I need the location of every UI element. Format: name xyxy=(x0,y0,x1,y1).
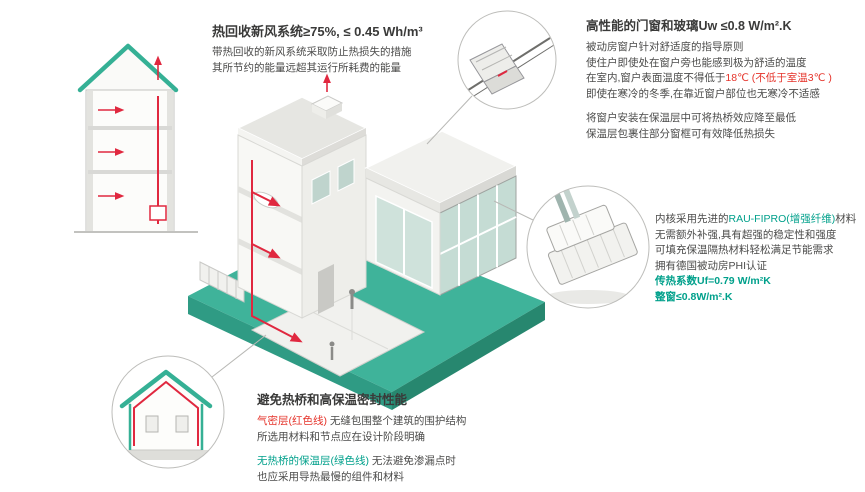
u-value-window: 整窗≤0.8W/m².K xyxy=(655,290,733,303)
window xyxy=(337,158,355,192)
door xyxy=(318,264,334,314)
u-value-frame: 传热系数Uf=0.79 W/m²K xyxy=(655,275,771,288)
profile-line-text: 材料 xyxy=(835,213,857,225)
temperature-highlight: 18℃ (不低于室温3℃ ) xyxy=(725,72,832,85)
duct-riser xyxy=(251,160,303,343)
glazing-pane xyxy=(562,187,581,220)
roof-vent-unit xyxy=(310,73,344,119)
windows-line-text: 在室内,窗户表面温度不得低于 xyxy=(586,72,726,85)
thermal-line: 也应采用导热最慢的组件和材料 xyxy=(257,470,404,483)
thermal-line: 所选用材料和节点应在设计阶段明确 xyxy=(257,430,425,443)
window xyxy=(311,170,331,205)
garden-steps xyxy=(199,261,245,303)
profile-line: 可填充保温隔热材料轻松满足节能需求 xyxy=(655,244,834,257)
thermal-line: 气密层(红色线) 无缝包围整个建筑的围护结构 xyxy=(257,414,587,430)
callout-connectors xyxy=(211,95,534,378)
heat-recovery-line: 其所节约的能量远超其运行所耗费的能量 xyxy=(212,61,401,74)
cutaway-interior xyxy=(237,134,303,319)
section-heat-recovery: 热回收新风系统≥75%, ≤ 0.45 Wh/m³ 带热回收的新风系统采取防止热… xyxy=(212,21,522,76)
ground-side-right xyxy=(392,302,545,410)
material-highlight: RAU-FIPRO(增强纤维) xyxy=(728,213,836,225)
house-section-ventilation xyxy=(74,43,198,233)
isometric-house xyxy=(188,73,545,410)
insulation-green-line xyxy=(119,369,213,409)
profile-line: 内核采用先进的RAU-FIPRO(增强纤维)材料 xyxy=(655,212,865,228)
heat-recovery-line: 带热回收的新风系统采取防止热损失的措施 xyxy=(212,46,412,58)
glass-pavilion xyxy=(364,130,518,296)
figure xyxy=(349,289,355,309)
profile-line-text: 内核采用先进的 xyxy=(655,213,729,225)
windows-title: 高性能的门窗和玻璃Uw ≤0.8 W/m².K xyxy=(586,19,792,33)
window xyxy=(175,415,189,433)
airtight-layer-label: 气密层(红色线) xyxy=(257,415,327,427)
section-windows: 高性能的门窗和玻璃Uw ≤0.8 W/m².K 被动房窗户针对舒适度的指导原则 … xyxy=(586,15,864,142)
windows-line: 将窗户安装在保温层中可将热桥效应降至最低 xyxy=(586,112,796,125)
insulation-layer-label: 无热桥的保温层(绿色线) xyxy=(257,455,369,468)
profile-line: 无需额外补强,具有超强的稳定性和强度 xyxy=(655,228,837,241)
windows-line: 使住户即使处在窗户旁也能感到极为舒适的温度 xyxy=(586,56,807,69)
thermal-line-text: 无缝包围整个建筑的围护结构 xyxy=(327,415,467,427)
profile-line: 拥有德国被动房PHI认证 xyxy=(655,259,768,272)
glazing-pane xyxy=(553,190,571,223)
heat-recovery-unit xyxy=(149,205,167,221)
window-profile-circle xyxy=(526,185,650,309)
seal-highlight xyxy=(497,70,508,77)
insulation-roof-line xyxy=(77,43,179,93)
thermal-line: 无热桥的保温层(绿色线) 无法避免渗漏点时 xyxy=(257,454,587,470)
windows-line: 即使在寒冷的冬季,在靠近窗户部位也无寒冷不适感 xyxy=(586,87,820,100)
heat-recovery-title: 热回收新风系统≥75%, ≤ 0.45 Wh/m³ xyxy=(212,24,423,39)
windows-line: 被动房窗户针对舒适度的指导原则 xyxy=(586,41,744,53)
windows-line: 保温层包裹住部分窗框可有效降低热损失 xyxy=(586,127,775,140)
ground-side-left xyxy=(188,296,392,410)
thermal-title: 避免热桥和高保温密封性能 xyxy=(257,393,408,407)
tower-block xyxy=(236,73,368,343)
window-detail-circle xyxy=(457,10,557,110)
thermal-line-text: 无法避免渗漏点时 xyxy=(369,455,456,468)
windows-line: 在室内,窗户表面温度不得低于18℃ (不低于室温3℃ ) xyxy=(586,71,864,87)
airflow-arrows xyxy=(98,55,162,200)
window xyxy=(145,415,159,433)
thermal-house-circle xyxy=(111,355,225,469)
section-thermal-bridge: 避免热桥和高保温密封性能 气密层(红色线) 无缝包围整个建筑的围护结构 所选用材… xyxy=(257,389,587,492)
section-frame-profile: 内核采用先进的RAU-FIPRO(增强纤维)材料 无需额外补强,具有超强的稳定性… xyxy=(655,212,865,305)
airtight-layer-red-line xyxy=(133,380,199,446)
